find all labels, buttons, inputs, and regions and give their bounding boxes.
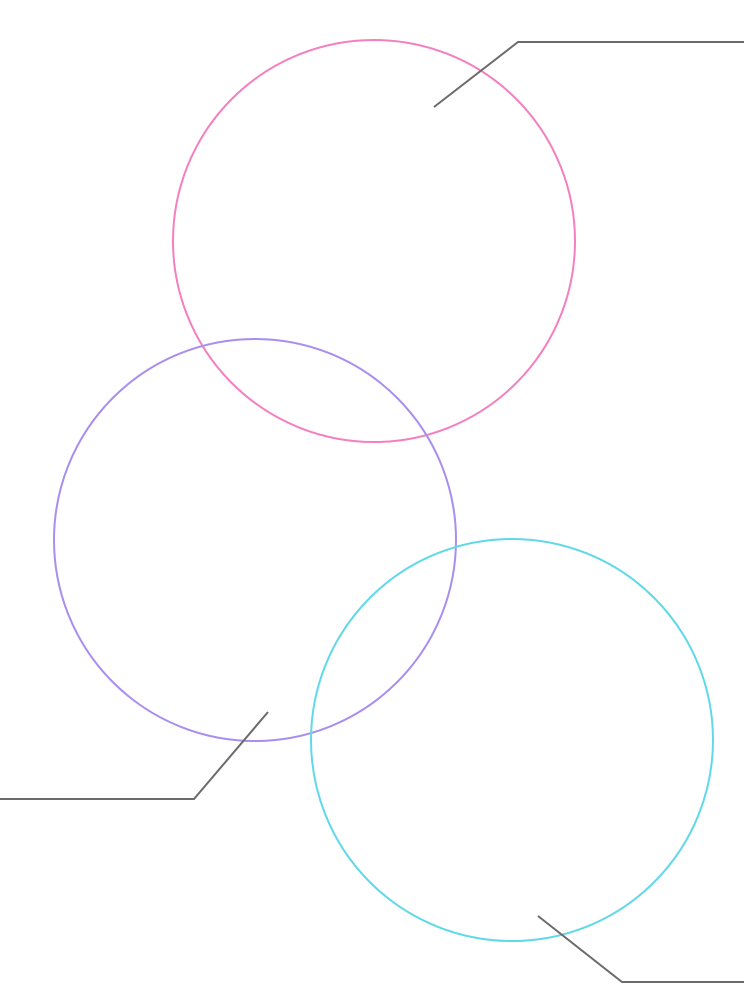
leader-line-bottom-right [537,915,744,983]
set-circle-top [172,39,576,443]
set-circle-left [53,338,457,742]
leader-line-left [0,711,269,800]
set-circle-bottom-right [310,538,714,942]
leader-line-top [433,41,744,108]
